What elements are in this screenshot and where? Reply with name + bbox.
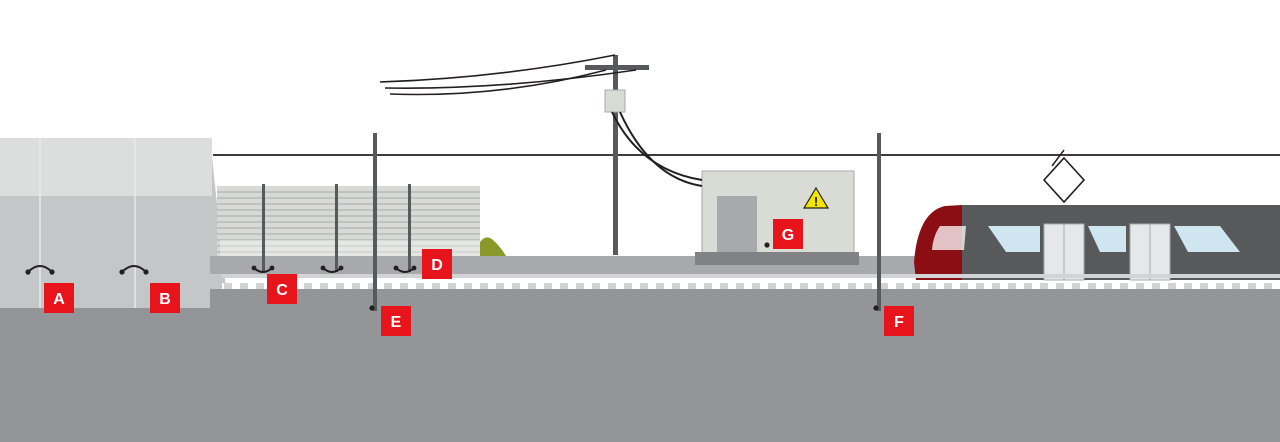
power-line [384,69,637,89]
building-base [695,252,859,265]
warning-symbol: ! [814,194,818,209]
connector-f-node [873,305,879,311]
rail-ties [222,283,1280,289]
utility-pole [379,54,703,255]
catenary-pole-f [873,133,881,311]
pantograph [1042,156,1086,204]
ground-near [210,289,1280,309]
pole-e-shaft [373,133,377,311]
rail-top [222,274,1280,278]
pole-crossarm [585,65,649,70]
connector-g-node [764,242,770,248]
power-line [389,69,607,96]
ground [0,308,1280,442]
substation-building: ! [695,170,859,265]
label-f: F [884,306,914,336]
train-window [1174,226,1240,252]
train-window [988,226,1040,252]
tunnel-structure [0,138,228,308]
light-rail-train [914,149,1280,281]
label-e: E [381,306,411,336]
connector-a-node [25,269,31,275]
pole-shaft [613,55,618,255]
wall-posts [251,184,417,273]
connector-a-node [49,269,55,275]
label-d: D [422,249,452,279]
label-c-text: C [276,282,288,299]
building-door [717,196,757,254]
pole-f-shaft [877,133,881,311]
label-f-text: F [894,314,904,331]
connector-b [121,265,147,273]
warning-triangle-icon [802,186,830,209]
pole-transformer [604,89,626,113]
tunnel-top [0,138,212,196]
track [222,274,1280,289]
label-b-text: B [159,291,171,308]
catenary-pole-e [369,133,377,311]
label-a: A [44,283,74,313]
connector-b-node [119,269,125,275]
label-d-text: D [431,257,443,274]
label-b: B [150,283,180,313]
connector-a [27,265,53,273]
pantograph-arm [1051,149,1065,167]
connector-b-node [143,269,149,275]
connector-e-node [369,305,375,311]
label-g-text: G [782,227,794,244]
label-a-text: A [53,291,65,308]
train-front-window [932,226,966,250]
feeder-cable [619,111,703,187]
label-e-text: E [391,314,402,331]
power-line [379,54,616,83]
label-g: G [773,219,803,249]
label-c: C [267,274,297,304]
train-window [1088,226,1126,252]
